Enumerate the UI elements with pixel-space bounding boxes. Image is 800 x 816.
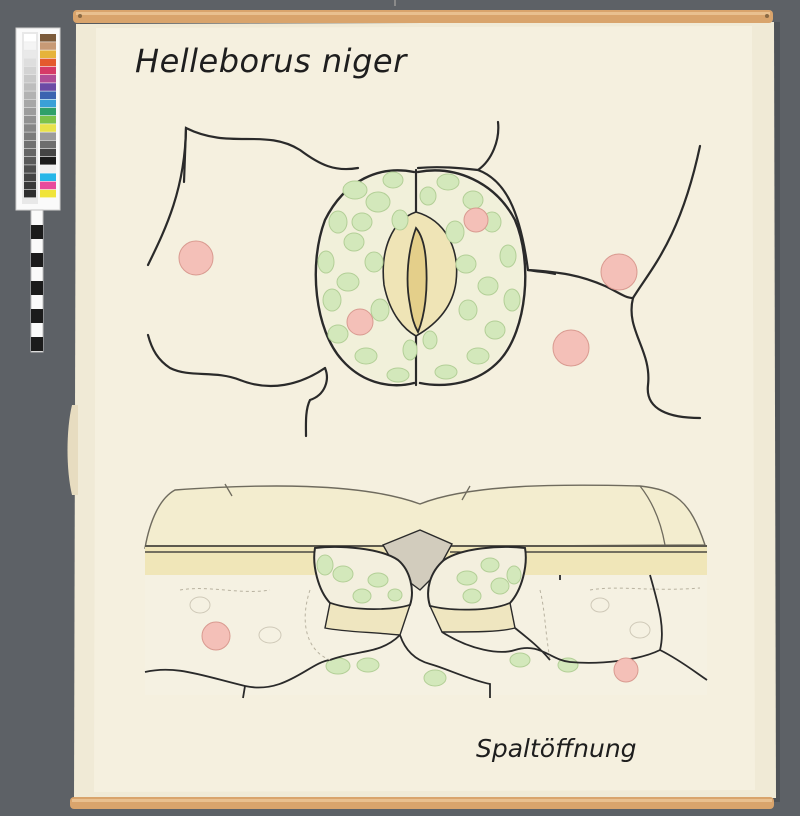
gray-swatch — [24, 42, 36, 50]
color-swatch — [40, 91, 56, 99]
gray-swatch — [24, 107, 36, 116]
guard-cell-right — [416, 169, 527, 387]
canvas-fold — [67, 405, 78, 495]
top-rod-nail-left — [78, 14, 82, 18]
nucleus — [463, 207, 489, 233]
top-rod — [73, 10, 773, 23]
gray-swatch — [24, 132, 36, 140]
color-swatch — [40, 99, 56, 108]
color-swatch — [40, 116, 56, 124]
gray-swatch — [24, 50, 36, 58]
faint-outlines — [179, 587, 701, 661]
gray-swatch — [24, 148, 36, 157]
nucleus — [178, 240, 214, 276]
chloroplasts — [317, 171, 521, 383]
color-swatch — [40, 58, 56, 67]
stoma-surface-view — [146, 120, 702, 438]
cell-wall — [182, 126, 188, 184]
color-swatch — [40, 173, 56, 181]
gray-swatch — [24, 66, 36, 75]
gray-swatch — [24, 116, 36, 124]
cell-wall — [146, 333, 327, 388]
cell-wall — [631, 144, 702, 300]
gray-swatch — [24, 181, 36, 190]
color-swatch — [40, 42, 56, 50]
faint-cells — [189, 596, 651, 644]
color-swatch — [40, 132, 56, 140]
poster-title: Helleborus niger — [135, 42, 407, 80]
gray-swatch — [24, 189, 36, 198]
nucleus — [201, 621, 231, 651]
nucleus — [613, 657, 639, 683]
gray-swatch — [24, 124, 36, 132]
color-swatch — [40, 34, 56, 42]
cell-wall — [304, 366, 328, 438]
color-swatch — [40, 140, 56, 149]
gray-swatch — [24, 157, 36, 165]
nucleus — [600, 253, 638, 291]
cell-wall — [461, 485, 471, 501]
color-swatch — [40, 83, 56, 91]
guard-cell-left — [314, 169, 416, 387]
top-rod-nail-right — [765, 14, 769, 18]
subsidiary-cell-right — [428, 602, 516, 633]
bottom-rod-highlight — [72, 799, 772, 802]
color-swatch — [40, 75, 56, 83]
cell-wall — [630, 296, 702, 420]
gray-swatch — [24, 140, 36, 149]
gray-swatch — [24, 34, 36, 42]
color-swatch — [40, 165, 56, 173]
top-rod-highlight — [76, 12, 770, 15]
mesophyll-cell-walls — [144, 574, 708, 699]
color-swatch — [40, 50, 56, 58]
gray-swatch — [24, 173, 36, 181]
gray-swatch — [24, 83, 36, 91]
bottom-rod — [70, 797, 774, 809]
gray-swatch — [24, 91, 36, 99]
gray-swatch — [24, 99, 36, 108]
cell-wall — [224, 483, 233, 497]
color-swatch — [40, 181, 56, 190]
color-swatch — [40, 66, 56, 75]
cell-wall — [476, 168, 635, 300]
color-swatch — [40, 157, 56, 165]
stoma-pore — [406, 226, 428, 335]
cell-wall — [146, 126, 360, 267]
poster-caption: Spaltöffnung — [476, 734, 637, 763]
color-swatch — [40, 189, 56, 198]
nucleus — [346, 308, 374, 336]
stoma-cross-section — [144, 483, 708, 699]
nuclei — [178, 207, 638, 367]
gray-swatch — [24, 75, 36, 83]
color-calibration-chart — [15, 27, 61, 353]
color-swatch — [40, 148, 56, 157]
cell-wall — [526, 268, 557, 276]
chloroplasts — [316, 554, 579, 687]
cell-wall — [639, 485, 666, 546]
color-swatch — [40, 107, 56, 116]
gray-swatch — [24, 58, 36, 67]
nucleus — [552, 329, 590, 367]
subsidiary-cell-left — [324, 602, 412, 636]
gray-swatch — [24, 165, 36, 173]
color-swatch — [40, 124, 56, 132]
